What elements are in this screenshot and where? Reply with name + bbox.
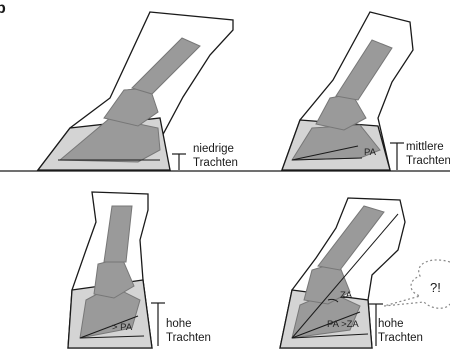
hoof-high-heels: > PA hohe Trachten [68,192,211,348]
label-mittlere: mittlere [406,141,444,153]
label-pa: PA [364,147,377,158]
hoof-low-heels: niedrige Trachten [38,12,238,170]
label-za: ZA [340,290,353,301]
label-hohe-1: hohe [166,318,192,330]
hoof-high-heels-broken-axis: ZA PA >ZA hohe Trachten ?! [280,198,450,348]
panel-letter: b [0,0,6,17]
label-trachten-4: Trachten [378,332,423,344]
label-gt-pa: > PA [112,322,133,333]
label-hohe-2: hohe [378,318,404,330]
hoof-medium-heels: PA mittlere Trachten [282,12,450,170]
label-pa-gt-za: PA >ZA [327,319,359,330]
label-trachten-2: Trachten [406,155,450,167]
speech-bubble-text: ?! [430,280,441,295]
label-trachten-3: Trachten [166,332,211,344]
label-niedrige: niedrige [193,143,234,155]
label-trachten-1: Trachten [193,157,238,169]
